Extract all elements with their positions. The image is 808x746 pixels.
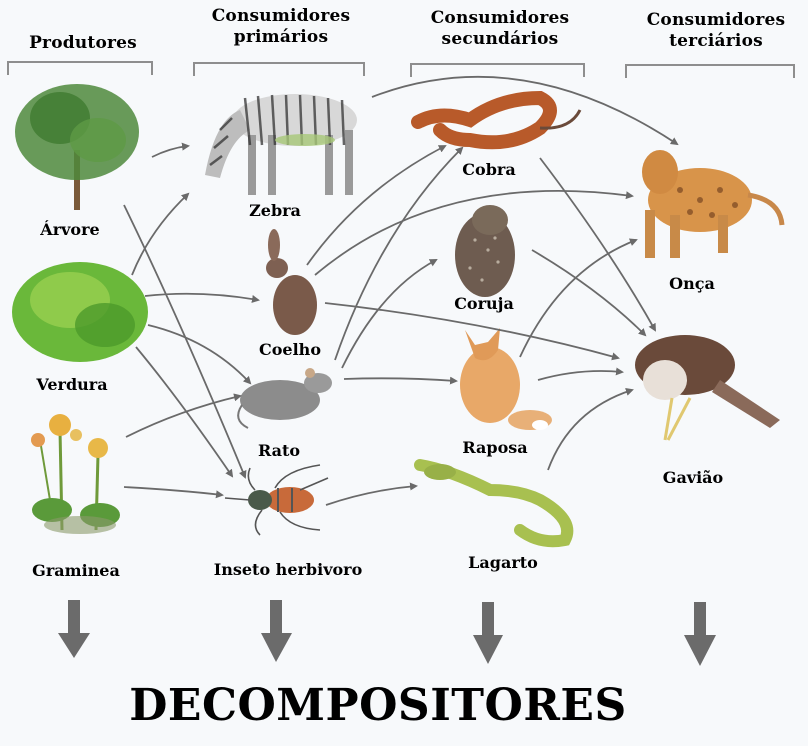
header-primary-line1: Consumidores bbox=[211, 6, 351, 26]
snake-icon bbox=[411, 90, 582, 150]
bracket-tertiary bbox=[625, 64, 795, 78]
arrow-raposa-gaviao bbox=[537, 367, 624, 381]
label-zebra: Zebra bbox=[249, 201, 301, 220]
arrow-arvore-inseto bbox=[123, 204, 247, 479]
insect-icon bbox=[224, 464, 329, 536]
tree-icon bbox=[15, 84, 139, 210]
lettuce-icon bbox=[12, 262, 148, 362]
arrow-inseto-lagarto bbox=[325, 482, 418, 506]
down-arrow-icon bbox=[58, 600, 90, 658]
header-tertiary-consumers: Consumidores terciários bbox=[624, 10, 808, 52]
rat-icon bbox=[237, 368, 332, 429]
arrow-zebra-onca bbox=[371, 75, 679, 146]
hawk-icon bbox=[635, 335, 780, 441]
arrow-lagarto-gaviao bbox=[547, 388, 634, 471]
arrow-verdura-rato bbox=[147, 324, 252, 385]
header-secondary-consumers: Consumidores secundários bbox=[412, 8, 588, 50]
fox-icon bbox=[460, 328, 552, 430]
label-cobra: Cobra bbox=[462, 160, 516, 179]
label-coelho: Coelho bbox=[259, 340, 321, 359]
arrow-rato-cobra bbox=[334, 146, 464, 361]
jaguar-icon bbox=[642, 150, 785, 258]
decomposer-arrows bbox=[58, 600, 716, 666]
header-producers: Produtores bbox=[29, 33, 137, 53]
arrow-coruja-gaviao bbox=[531, 249, 647, 337]
bracket-secondary bbox=[410, 63, 585, 77]
arrow-arvore-zebra bbox=[151, 142, 190, 158]
header-tertiary-line2: terciários bbox=[669, 31, 763, 51]
arrow-verdura-zebra bbox=[131, 192, 190, 276]
arrow-coelho-onca bbox=[314, 189, 634, 276]
label-raposa: Raposa bbox=[462, 438, 528, 457]
arrow-cobra-gaviao bbox=[539, 157, 656, 332]
label-graminea: Graminea bbox=[32, 561, 120, 580]
flower-plant-icon bbox=[31, 414, 120, 534]
zebra-icon bbox=[205, 94, 357, 195]
header-tertiary-line1: Consumidores bbox=[646, 10, 786, 30]
rabbit-icon bbox=[266, 229, 317, 335]
down-arrow-icon bbox=[261, 600, 292, 662]
lizard-icon bbox=[414, 459, 574, 548]
header-primary-consumers: Consumidores primários bbox=[196, 6, 366, 48]
label-inseto-herbivoro: Inseto herbivoro bbox=[213, 560, 363, 579]
bracket-primary bbox=[193, 62, 365, 76]
decomposers-title: DECOMPOSITORES bbox=[129, 680, 627, 731]
owl-icon bbox=[455, 205, 515, 297]
label-onca: Onça bbox=[669, 274, 715, 293]
label-lagarto: Lagarto bbox=[468, 553, 538, 572]
label-verdura: Verdura bbox=[36, 375, 108, 394]
bracket-producers bbox=[7, 61, 153, 75]
label-coruja: Coruja bbox=[454, 294, 514, 313]
arrow-rato-raposa bbox=[343, 376, 458, 385]
header-secondary-line1: Consumidores bbox=[430, 8, 570, 28]
arrow-raposa-onca bbox=[519, 238, 638, 358]
arrow-coelho-gaviao bbox=[324, 302, 620, 361]
arrow-coelho-cobra bbox=[306, 145, 447, 266]
arrow-graminea-rato bbox=[125, 393, 242, 438]
arrow-graminea-inseto bbox=[123, 486, 224, 499]
label-rato: Rato bbox=[257, 441, 301, 460]
header-primary-line2: primários bbox=[233, 27, 329, 47]
label-gaviao: Gavião bbox=[662, 468, 724, 487]
down-arrow-icon bbox=[684, 602, 716, 666]
header-secondary-line2: secundários bbox=[441, 29, 559, 49]
arrow-verdura-coelho bbox=[144, 292, 260, 303]
label-arvore: Árvore bbox=[40, 220, 100, 239]
down-arrow-icon bbox=[473, 602, 503, 664]
arrow-verdura-inseto bbox=[135, 346, 234, 478]
arrow-rato-coruja bbox=[341, 259, 438, 369]
